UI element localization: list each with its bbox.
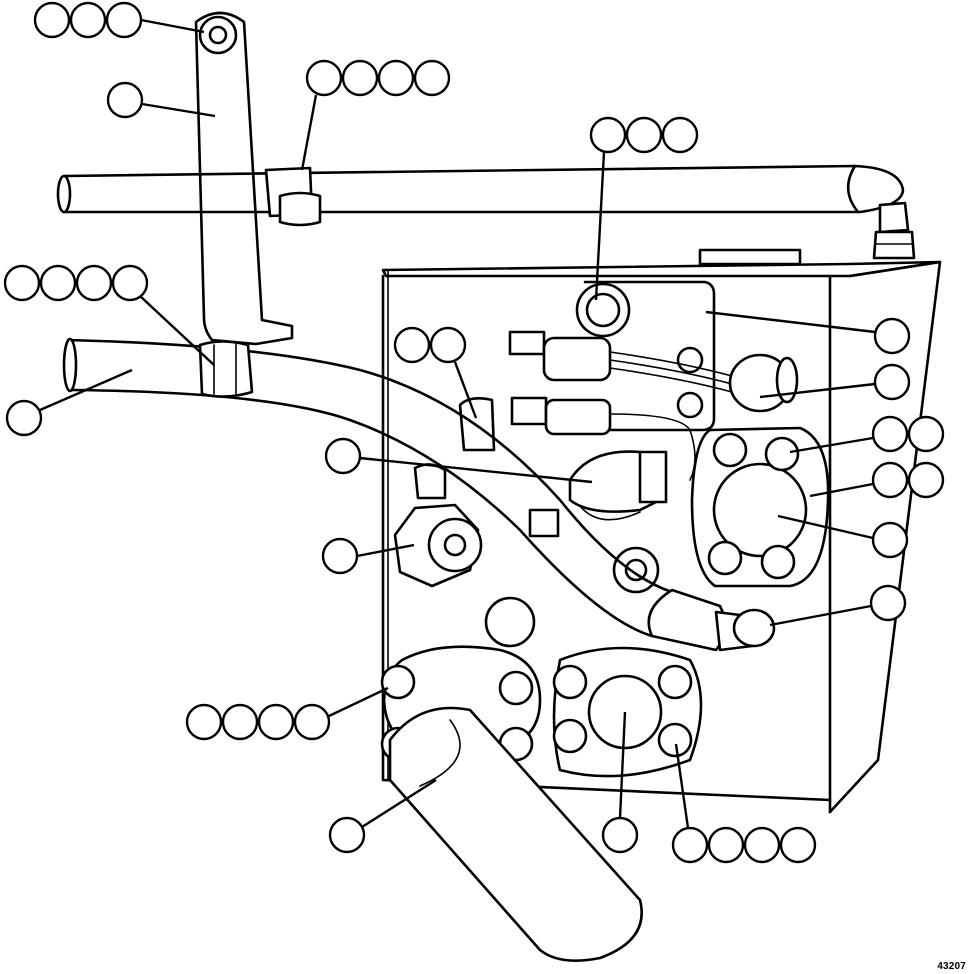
callout-right-port-plug (777, 514, 909, 559)
callout-left-flange-bolt (185, 686, 389, 741)
callout-lower-flange-plug (601, 711, 639, 854)
upper-tube (56, 164, 916, 266)
callout-left-hose-clamp (3, 264, 215, 366)
callout-cover-plate (705, 310, 911, 355)
hex-fitting (393, 463, 560, 588)
hose-clamp (198, 340, 254, 398)
lower-hose (388, 706, 643, 962)
center-plug (484, 546, 660, 648)
callout-pressure-switch (324, 437, 593, 484)
callouts (3, 1, 945, 864)
callout-lower-hose (328, 778, 437, 854)
callout-top-left-nut (33, 1, 205, 39)
callout-left-tube (5, 368, 133, 437)
right-flange (690, 426, 830, 588)
bracket-arm (194, 11, 322, 346)
wire-harness (508, 330, 799, 481)
valve-block (381, 260, 942, 814)
lower-flange (552, 646, 703, 778)
callout-hex-fitting (321, 537, 415, 575)
callout-sensor-bracket (393, 326, 478, 419)
figure-number: 43207 (937, 961, 966, 972)
callout-upper-valve-plug (589, 116, 699, 301)
callout-lower-flange-bolt (671, 743, 817, 864)
callout-bracket-arm (106, 81, 216, 119)
callout-solenoid (759, 363, 911, 401)
cover-plate (575, 280, 716, 432)
callout-top-clamp (300, 59, 451, 171)
callout-right-flange-bolt (789, 415, 945, 454)
callout-hose-fitting (769, 584, 907, 627)
callout-right-flange (809, 461, 945, 499)
